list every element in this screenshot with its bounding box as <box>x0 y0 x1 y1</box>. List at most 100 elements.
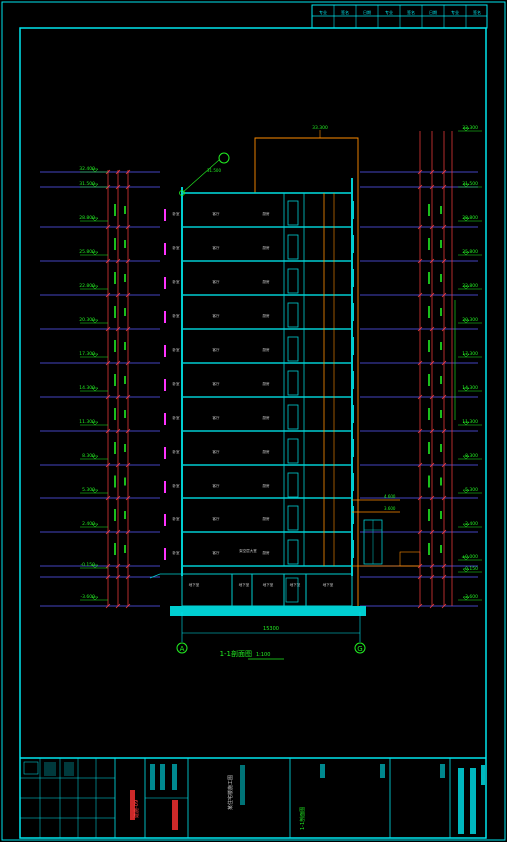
dimension-text-mark <box>440 376 442 384</box>
elevation-triangle-left <box>91 183 99 188</box>
dimension-tick <box>105 574 111 580</box>
sheet-border-inner <box>19 27 487 839</box>
dimension-tick <box>417 529 423 535</box>
dimension-tick <box>125 563 131 569</box>
axis-markers: A G 15300 <box>176 612 366 654</box>
dimension-text-mark <box>114 340 116 352</box>
elevation-label-left: 14.300 <box>79 385 95 391</box>
room-label: 卧室 <box>173 279 180 284</box>
dimension-tick <box>429 462 435 468</box>
basement-door <box>285 577 299 603</box>
dimension-tick <box>429 258 435 264</box>
dimension-tick <box>429 184 435 190</box>
room-label: 客厅 <box>213 415 220 420</box>
elevation-triangle-right <box>462 455 470 460</box>
dimension-tick <box>115 360 121 366</box>
window-section-right <box>351 473 354 491</box>
dimension-tick <box>429 169 435 175</box>
dimension-text-mark <box>440 410 442 418</box>
elevation-label-right: ±0.000 <box>461 554 478 560</box>
dimension-tick <box>417 563 423 569</box>
dimension-tick <box>417 462 423 468</box>
room-label: 卧室 <box>173 516 180 521</box>
roof-elevation-tag: 31.500 <box>207 168 221 173</box>
window-section-left <box>164 548 166 560</box>
elevation-label-left: 25.800 <box>79 249 95 255</box>
dimension-tick <box>441 360 447 366</box>
room-label: 厨房 <box>263 550 271 555</box>
window-section-right <box>351 269 354 287</box>
dimension-text-mark <box>428 374 430 386</box>
elevation-label-left: 32.400 <box>79 166 95 172</box>
interior-door <box>287 472 299 498</box>
interior-door <box>287 539 299 565</box>
dimension-tick <box>125 326 131 332</box>
elevation-label-right: 5.300 <box>465 487 478 493</box>
interior-door <box>287 336 299 362</box>
dimension-tick <box>115 258 121 264</box>
lobby-label: 架空层大堂 <box>239 548 257 553</box>
dimension-tick <box>429 326 435 332</box>
basement-room-label: 地下室 <box>263 582 274 587</box>
elevation-tags: 32.40031.50028.80025.80022.80020.30017.3… <box>79 125 482 601</box>
elevation-triangle-right <box>462 353 470 358</box>
basement-room-label: 地下室 <box>239 582 250 587</box>
dimension-text-mark <box>440 444 442 452</box>
elevation-label-left: -0.150 <box>80 562 95 568</box>
dimension-text-mark <box>114 306 116 318</box>
elevation-label-left: 2.400 <box>82 521 95 527</box>
elevation-triangle-right <box>462 319 470 324</box>
dimension-tick <box>115 224 121 230</box>
dimension-tick <box>429 563 435 569</box>
room-label: 卧室 <box>173 449 180 454</box>
elevation-triangle-right <box>462 387 470 392</box>
elevation-triangle-right <box>462 251 470 256</box>
window-section-right <box>351 201 354 219</box>
dimension-tick <box>125 428 131 434</box>
ramp-left <box>149 573 182 579</box>
window-section-left <box>164 277 166 289</box>
elevation-triangle-left <box>91 251 99 256</box>
dimension-tick <box>125 574 131 580</box>
dimension-tick <box>115 529 121 535</box>
dimension-text-mark <box>124 545 126 553</box>
elevation-label-left: 17.300 <box>79 351 95 357</box>
dimension-text-mark <box>124 376 126 384</box>
dimension-tick <box>105 495 111 501</box>
top-cell-label: 签名 <box>341 9 349 15</box>
dimension-tick <box>125 360 131 366</box>
dimension-tick <box>115 169 121 175</box>
dimension-tick <box>441 326 447 332</box>
dimension-text-mark <box>440 240 442 248</box>
elevation-label-left: 31.500 <box>79 181 95 187</box>
elevation-triangle-left <box>91 353 99 358</box>
dimension-tick <box>125 258 131 264</box>
top-cell-label: 日期 <box>429 9 437 15</box>
elevation-label-right: 2.400 <box>465 521 478 527</box>
dimension-tick <box>125 292 131 298</box>
room-label: 厨房 <box>263 415 271 420</box>
dimension-tick <box>125 462 131 468</box>
elevation-label-right: 8.300 <box>465 453 478 459</box>
dimension-tick <box>417 495 423 501</box>
elevation-triangle-left <box>91 319 99 324</box>
elevation-triangle-left <box>91 168 99 173</box>
window-section-left <box>164 481 166 493</box>
detail-point <box>179 190 185 196</box>
dimension-tick <box>441 574 447 580</box>
dimension-tick <box>429 574 435 580</box>
top-cell-label: 签名 <box>473 9 481 15</box>
dimension-tick <box>441 603 447 609</box>
dimension-tick <box>105 603 111 609</box>
elevation-triangle-left <box>91 455 99 460</box>
top-cell-label: 专业 <box>385 9 393 15</box>
room-label: 客厅 <box>213 347 220 352</box>
dimension-text-mark <box>440 511 442 519</box>
planter <box>399 551 421 567</box>
room-label: 厨房 <box>263 245 271 250</box>
dimension-tick <box>105 292 111 298</box>
dimension-tick <box>441 529 447 535</box>
dimension-text-mark <box>440 477 442 486</box>
dimension-text-mark <box>428 543 430 555</box>
